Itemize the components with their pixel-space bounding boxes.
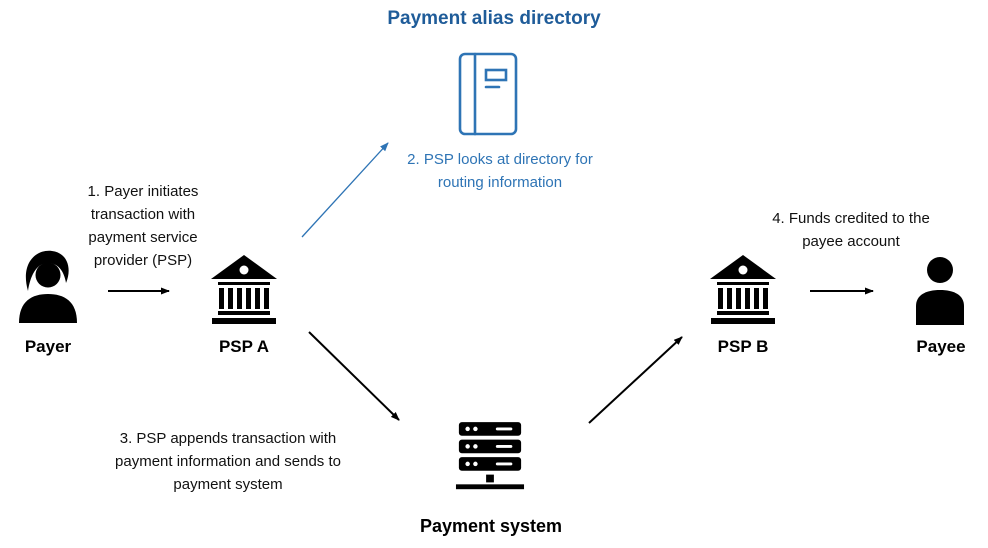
arrow-psp-a-to-payment-system bbox=[308, 331, 400, 421]
step3-label: 3. PSP appends transaction with payment … bbox=[115, 430, 341, 493]
person-woman-icon bbox=[16, 247, 80, 325]
psp-a-label: PSP A bbox=[218, 337, 270, 356]
arrow-psp-a-to-directory bbox=[301, 142, 389, 238]
psp-b-label: PSP B bbox=[717, 337, 769, 356]
step2-label: 2. PSP looks at directory for routing in… bbox=[407, 151, 593, 191]
step1-label: 1. Payer initiates transaction with paym… bbox=[87, 183, 199, 269]
bank-icon bbox=[707, 252, 779, 328]
server-icon bbox=[455, 420, 525, 502]
arrow-payment-system-to-psp-b bbox=[588, 336, 683, 424]
step4-label: 4. Funds credited to the payee account bbox=[772, 210, 930, 250]
bank-icon bbox=[208, 252, 280, 328]
diagram-title: Payment alias directory bbox=[387, 8, 601, 29]
notebook-directory-icon bbox=[458, 52, 518, 136]
person-icon bbox=[908, 249, 972, 327]
payment-system-label: Payment system bbox=[419, 516, 563, 536]
payer-label: Payer bbox=[24, 337, 72, 356]
payee-label: Payee bbox=[916, 337, 966, 356]
